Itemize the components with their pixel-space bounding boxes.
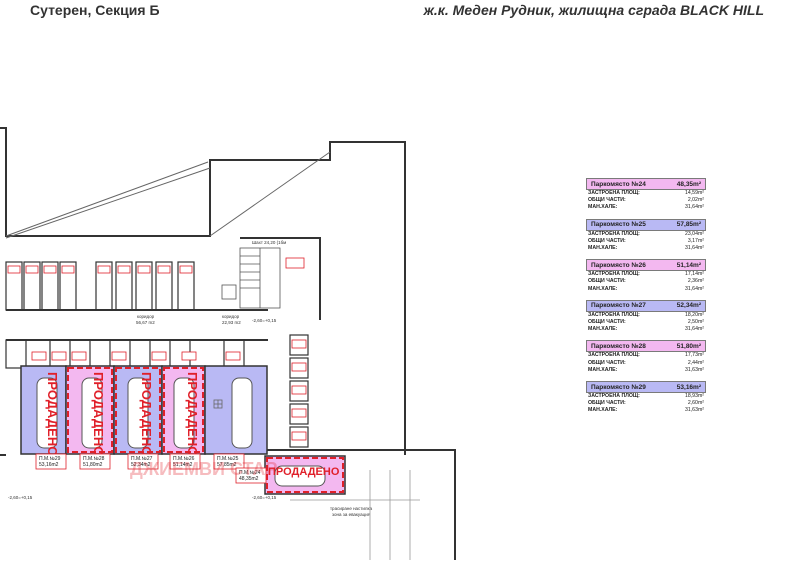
watermark: ДЖИЕМВИ СТАР [130, 459, 277, 479]
spot-row-hall: МАН.ХАЛЕ:31,64m² [588, 204, 704, 211]
car-icons [36, 377, 326, 487]
plan-labels: коридор 56,67 m2 коридор 22,93 m2 -2,60=… [8, 240, 373, 517]
spot-header-24: Паркомясто №24 48,35m² [586, 178, 706, 190]
spot-header-27: Паркомясто №27 52,34m² [586, 299, 706, 312]
spot-row-built: ЗАСТРОЕНА ПЛОЩ:23,04m² [588, 230, 704, 237]
spot-row-built: ЗАСТРОЕНА ПЛОЩ:18,93m² [588, 393, 704, 400]
spot-header-28: Паркомясто №28 51,80m² [586, 340, 706, 353]
tag-26-area: 51,14m2 [173, 462, 193, 468]
spot-card-26: Паркомясто №26 51,14m² ЗАСТРОЕНА ПЛОЩ:17… [586, 259, 706, 293]
spot-row-hall: МАН.ХАЛЕ:31,63m² [588, 366, 704, 373]
page-header: Сутерен, Секция Б ж.к. Меден Рудник, жил… [0, 0, 800, 24]
tag-25-id: П.М.№25 [217, 456, 239, 462]
spot-area: 57,85m² [676, 221, 701, 229]
spot-title: Паркомясто №26 [591, 261, 646, 269]
project-title: ж.к. Меден Рудник, жилищна сграда BLACK … [423, 2, 764, 18]
ramp [290, 470, 420, 560]
spot-title: Паркомясто №27 [591, 302, 646, 310]
spot-title: Паркомясто №28 [591, 342, 646, 350]
tag-27-area: 52,34m2 [131, 462, 151, 468]
tag-27-id: П.М.№27 [131, 456, 153, 462]
spot-header-26: Паркомясто №26 51,14m² [586, 259, 706, 272]
spot-row-common: ОБЩИ ЧАСТИ:2,02m² [588, 197, 704, 204]
floor-plan: ПРОДАДЕНО ПРОДАДЕНО ПРОДАДЕНО ПРОДАДЕНО … [0, 127, 456, 560]
spot-row-common: ОБЩИ ЧАСТИ:2,60m² [588, 400, 704, 407]
tag-29-area: 53,16m2 [39, 462, 59, 468]
sold-label-26: ПРОДАДЕНО [185, 372, 200, 456]
spot-row-hall: МАН.ХАЛЕ:31,64m² [588, 326, 704, 333]
spot-card-29: Паркомясто №29 53,16m² ЗАСТРОЕНА ПЛОЩ:18… [586, 381, 706, 415]
corridor-1-area: 56,67 m2 [136, 320, 155, 325]
storage-tags [7, 257, 307, 441]
ramp-note-2: зона за евакуация [332, 512, 371, 517]
spot-area: 52,34m² [676, 302, 701, 310]
diagonals [5, 151, 331, 239]
spot-area: 48,35m² [676, 180, 701, 188]
corridor-2-label: коридор [222, 314, 240, 319]
spot-row-common: ОБЩИ ЧАСТИ:2,50m² [588, 319, 704, 326]
sold-label-27: ПРОДАДЕНО [139, 372, 154, 456]
spot-area: 51,14m² [676, 261, 701, 269]
storage-units [5, 261, 309, 448]
spot-row-hall: МАН.ХАЛЕ:31,64m² [588, 245, 704, 252]
corridor-1-label: коридор [137, 314, 155, 319]
level-mark-3: -2,60=+0,15 [252, 495, 277, 500]
sold-label-28: ПРОДАДЕНО [91, 372, 106, 456]
spot-row-common: ОБЩИ ЧАСТИ:2,44m² [588, 359, 704, 366]
stairwell [221, 247, 281, 309]
parking-info-panel: Паркомясто №24 48,35m² ЗАСТРОЕНА ПЛОЩ:14… [586, 178, 706, 422]
ramp-note-1: трасиране настилка [330, 506, 373, 511]
sold-labels: ПРОДАДЕНО ПРОДАДЕНО ПРОДАДЕНО ПРОДАДЕНО … [45, 372, 340, 478]
parking-tags: П.М.№29 53,16m2 П.М.№28 51,80m2 П.М.№27 … [35, 453, 267, 484]
spot-header-25: Паркомясто №25 57,85m² [586, 218, 706, 231]
tag-24-id: П.М.№24 [239, 470, 261, 476]
spot-row-built: ЗАСТРОЕНА ПЛОЩ:14,59m² [588, 190, 704, 196]
spot-card-28: Паркомясто №28 51,80m² ЗАСТРОЕНА ПЛОЩ:17… [586, 340, 706, 374]
level-mark-1: -2,60=+0,15 [252, 318, 277, 323]
walls [0, 127, 456, 560]
spot-area: 51,80m² [676, 342, 701, 350]
tag-28-area: 51,80m2 [83, 462, 103, 468]
spot-card-27: Паркомясто №27 52,34m² ЗАСТРОЕНА ПЛОЩ:18… [586, 299, 706, 334]
shaft-label: Шахт 24,20 (1бм [252, 240, 286, 245]
spot-row-common: ОБЩИ ЧАСТИ:2,36m² [588, 278, 704, 285]
corridor-2-area: 22,93 m2 [222, 320, 241, 325]
level-mark-2: -2,60=+0,15 [8, 495, 33, 500]
spot-card-24: Паркомясто №24 48,35m² ЗАСТРОЕНА ПЛОЩ:14… [586, 178, 706, 212]
spot-row-hall: МАН.ХАЛЕ:31,64m² [588, 285, 704, 292]
spot-title: Паркомясто №25 [591, 221, 646, 229]
sold-label-24: ПРОДАДЕНО [268, 466, 340, 478]
tag-26-id: П.М.№26 [173, 456, 195, 462]
sold-borders [67, 367, 344, 493]
tag-28-id: П.М.№28 [83, 456, 105, 462]
spot-header-29: Паркомясто №29 53,16m² [586, 381, 706, 394]
spot-row-hall: МАН.ХАЛЕ:31,63m² [588, 407, 704, 414]
spot-card-25: Паркомясто №25 57,85m² ЗАСТРОЕНА ПЛОЩ:23… [586, 218, 706, 253]
spot-row-common: ОБЩИ ЧАСТИ:3,17m² [588, 237, 704, 244]
drain-icon [213, 399, 223, 409]
sold-label-29: ПРОДАДЕНО [45, 372, 60, 456]
spot-row-built: ЗАСТРОЕНА ПЛОЩ:17,73m² [588, 352, 704, 359]
tag-24-area: 48,35m2 [239, 476, 259, 482]
spot-row-built: ЗАСТРОЕНА ПЛОЩ:17,14m² [588, 271, 704, 278]
section-title: Сутерен, Секция Б [30, 2, 160, 18]
spot-title: Паркомясто №29 [591, 383, 646, 391]
spot-title: Паркомясто №24 [591, 180, 646, 188]
tag-25-area: 57,85m2 [217, 462, 237, 468]
spot-row-built: ЗАСТРОЕНА ПЛОЩ:18,20m² [588, 311, 704, 318]
spot-area: 53,16m² [676, 383, 701, 391]
tag-29-id: П.М.№29 [39, 456, 61, 462]
